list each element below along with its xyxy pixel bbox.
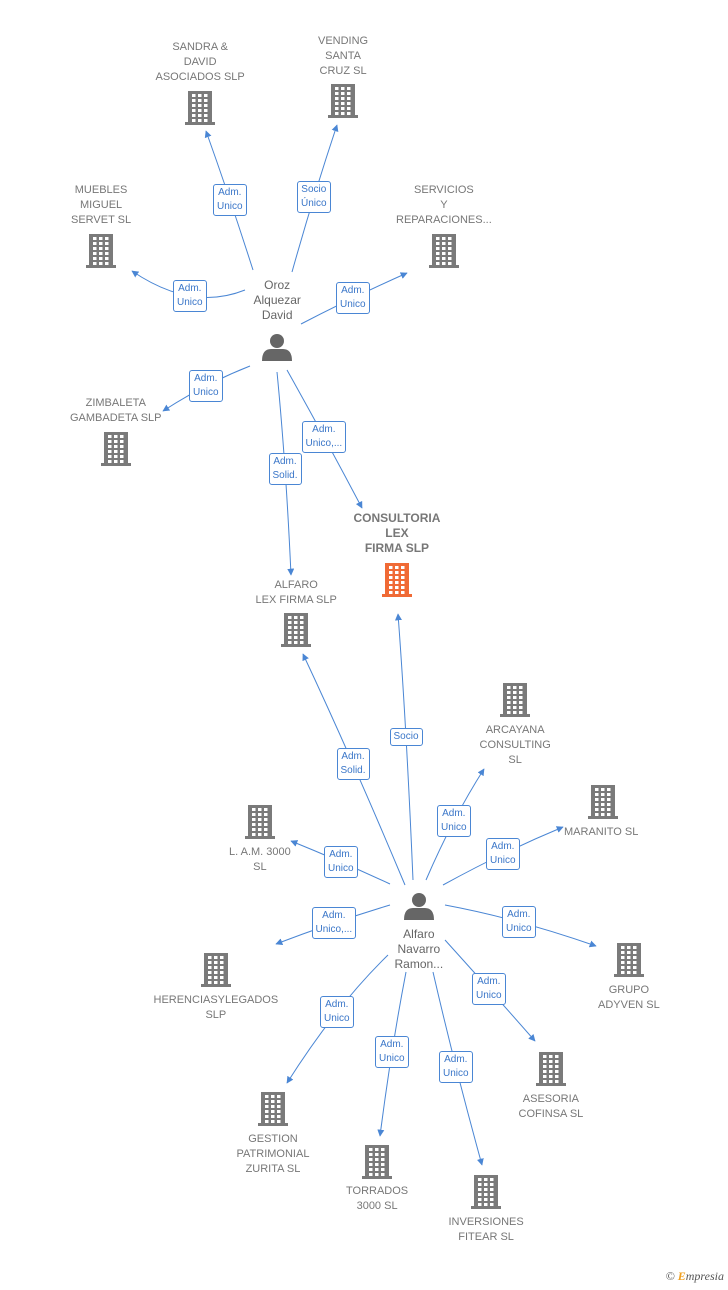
- edge-label-alfaro-asesoria[interactable]: Adm. Unico: [472, 973, 506, 1005]
- company-name-gestion[interactable]: GESTION PATRIMONIAL ZURITA SL: [236, 1133, 310, 1175]
- brand-initial: E: [677, 1269, 686, 1283]
- company-name-torrados[interactable]: TORRADOS 3000 SL: [346, 1185, 409, 1212]
- building-icon-consultoria[interactable]: [382, 563, 412, 597]
- company-name-asesoria[interactable]: ASESORIA COFINSA SL: [518, 1093, 584, 1120]
- brand-logo: © Empresia: [666, 1269, 724, 1284]
- edge-label-alfaro-gestion[interactable]: Adm. Unico: [320, 996, 354, 1028]
- edge-label-oroz-zimbaleta[interactable]: Adm. Unico: [189, 370, 223, 402]
- edge-label-oroz-consultoria[interactable]: Adm. Unico,...: [301, 421, 347, 453]
- building-icon-zimbaleta[interactable]: [101, 432, 131, 466]
- edge-label-alfaro-lam[interactable]: Adm. Unico: [324, 846, 358, 878]
- company-name-inversiones[interactable]: INVERSIONES FITEAR SL: [448, 1216, 524, 1243]
- company-name-servicios[interactable]: SERVICIOS Y REPARACIONES...: [396, 184, 492, 226]
- company-name-alfarolex[interactable]: ALFARO LEX FIRMA SLP: [255, 579, 337, 606]
- edge-label-oroz-alfarolex[interactable]: Adm. Solid.: [268, 453, 302, 485]
- edge-label-oroz-vending[interactable]: Socio Único: [297, 181, 331, 213]
- building-icon-lam[interactable]: [245, 805, 275, 839]
- edge-label-alfaro-torrados[interactable]: Adm. Unico: [375, 1036, 409, 1068]
- brand-name: mpresia: [685, 1269, 724, 1283]
- building-icon-servicios[interactable]: [429, 234, 459, 268]
- company-name-zimbaleta[interactable]: ZIMBALETA GAMBADETA SLP: [70, 397, 162, 424]
- copyright-symbol: ©: [665, 1269, 675, 1283]
- edge-label-alfaro-consultoria[interactable]: Socio: [389, 728, 423, 746]
- building-icon-muebles[interactable]: [86, 234, 116, 268]
- building-icon-herencias[interactable]: [201, 953, 231, 987]
- person-icon-oroz[interactable]: [262, 334, 292, 361]
- building-icon-alfarolex[interactable]: [281, 613, 311, 647]
- company-name-grupo[interactable]: GRUPO ADYVEN SL: [598, 984, 660, 1011]
- edge-label-alfaro-maranito[interactable]: Adm. Unico: [486, 838, 520, 870]
- edge-label-alfaro-herencias[interactable]: Adm. Unico,...: [311, 907, 357, 939]
- edge-label-alfaro-alfarolex[interactable]: Adm. Solid.: [336, 748, 370, 780]
- person-name-oroz[interactable]: Oroz Alquezar David: [253, 278, 301, 322]
- building-icon-gestion[interactable]: [258, 1092, 288, 1126]
- edge-label-oroz-sandra[interactable]: Adm. Unico: [213, 184, 247, 216]
- company-name-herencias[interactable]: HERENCIASYLEGADOS SLP: [153, 994, 279, 1021]
- building-icon-maranito[interactable]: [588, 785, 618, 819]
- company-name-lam[interactable]: L. A.M. 3000 SL: [229, 846, 291, 873]
- company-name-arcayana[interactable]: ARCAYANA CONSULTING SL: [479, 724, 551, 766]
- building-icon-arcayana[interactable]: [500, 683, 530, 717]
- building-icon-torrados[interactable]: [362, 1145, 392, 1179]
- building-icon-grupo[interactable]: [614, 943, 644, 977]
- building-icon-inversiones[interactable]: [471, 1175, 501, 1209]
- edge-label-alfaro-grupo[interactable]: Adm. Unico: [502, 906, 536, 938]
- edge-label-alfaro-arcayana[interactable]: Adm. Unico: [437, 805, 471, 837]
- edge-label-oroz-servicios[interactable]: Adm. Unico: [336, 282, 370, 314]
- building-icon-sandra[interactable]: [185, 91, 215, 125]
- building-icon-asesoria[interactable]: [536, 1052, 566, 1086]
- person-icon-alfaro[interactable]: [404, 893, 434, 920]
- edge-alfaro-consultoria: [394, 613, 414, 881]
- company-name-sandra[interactable]: SANDRA & DAVID ASOCIADOS SLP: [155, 41, 245, 83]
- edge-label-oroz-muebles[interactable]: Adm. Unico: [173, 280, 207, 312]
- company-name-maranito[interactable]: MARANITO SL: [564, 826, 639, 838]
- edge-label-alfaro-inversiones[interactable]: Adm. Unico: [439, 1051, 473, 1083]
- building-icon-vending[interactable]: [328, 84, 358, 118]
- person-name-alfaro[interactable]: Alfaro Navarro Ramon...: [394, 927, 444, 971]
- company-name-vending[interactable]: VENDING SANTA CRUZ SL: [318, 35, 369, 77]
- company-name-muebles[interactable]: MUEBLES MIGUEL SERVET SL: [71, 184, 132, 226]
- company-name-consultoria[interactable]: CONSULTORIA LEX FIRMA SLP: [353, 511, 441, 555]
